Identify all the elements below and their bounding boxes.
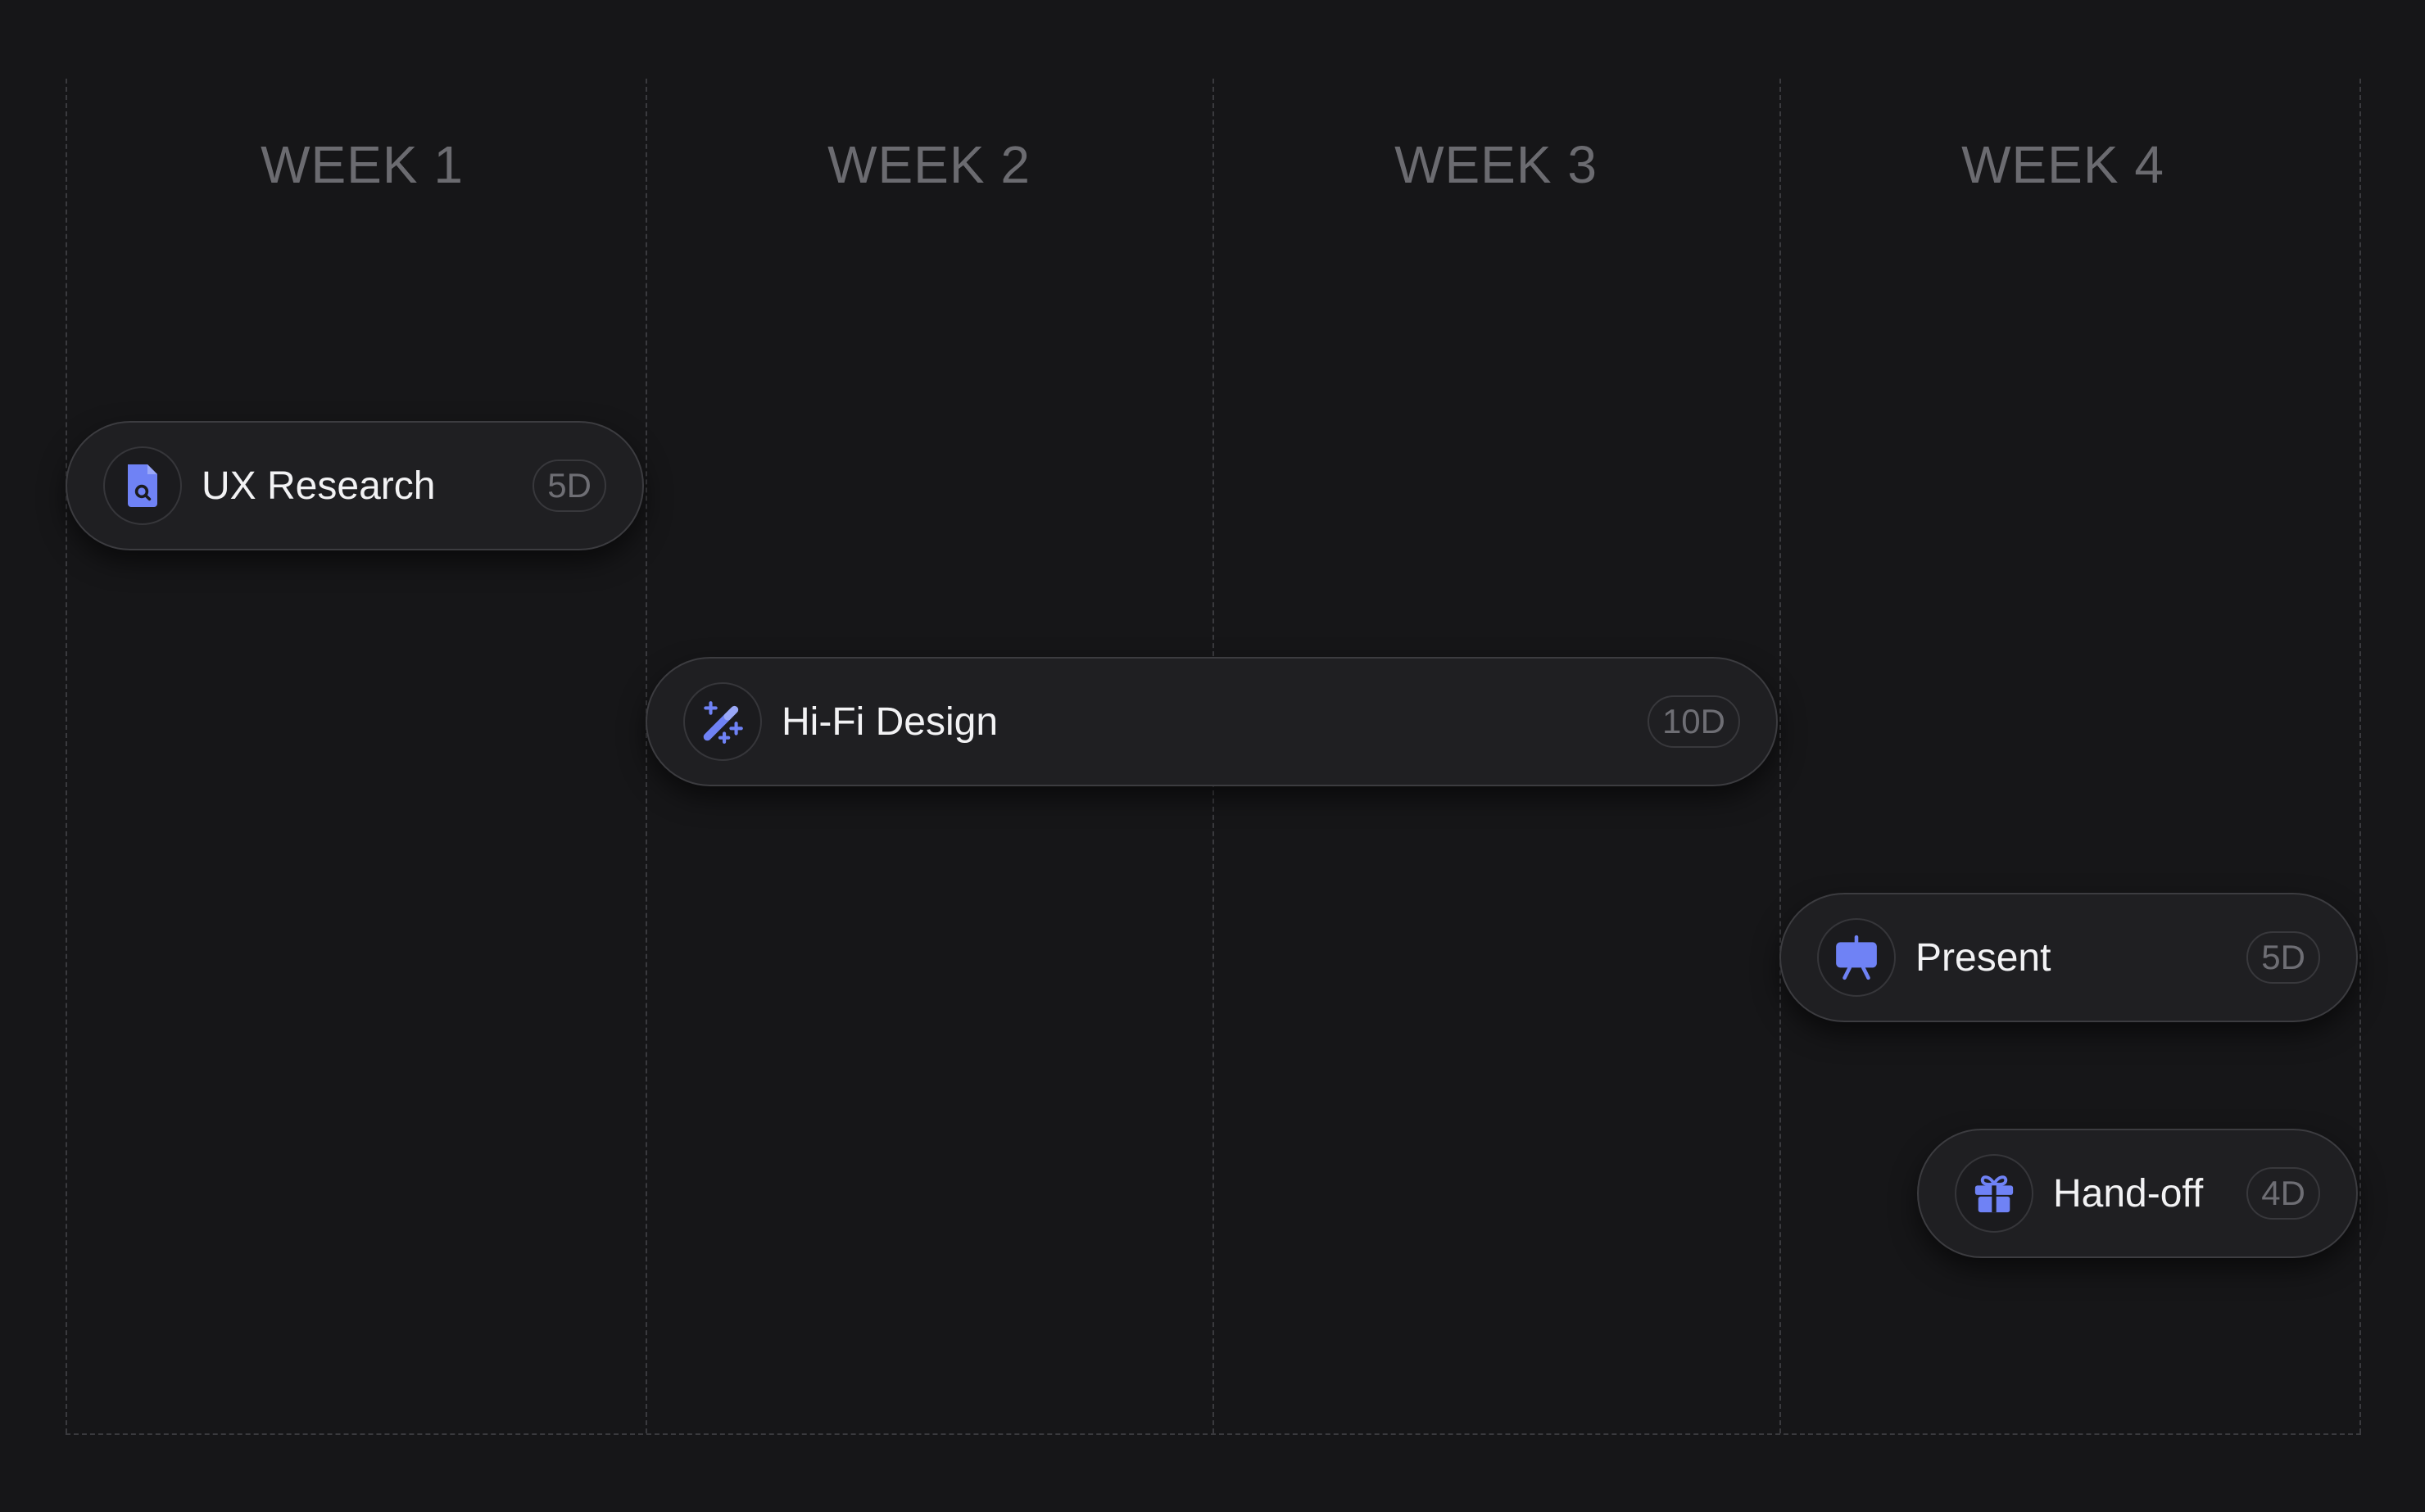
task-duration-badge: 4D xyxy=(2246,1167,2320,1220)
task-icon-badge xyxy=(683,682,762,761)
task-bar-present[interactable]: Present 5D xyxy=(1779,893,2358,1022)
gridline xyxy=(66,79,67,1433)
week-header-2: WEEK 2 xyxy=(827,135,1031,194)
week-header-4: WEEK 4 xyxy=(1961,135,2164,194)
task-name: Present xyxy=(1915,935,2051,980)
task-bar-hi-fi-design[interactable]: Hi-Fi Design 10D xyxy=(646,657,1778,786)
task-name: Hi-Fi Design xyxy=(782,699,999,744)
week-header-1: WEEK 1 xyxy=(261,135,464,194)
gridline xyxy=(2359,79,2361,1433)
task-duration-badge: 5D xyxy=(2246,931,2320,984)
task-icon-badge xyxy=(1955,1154,2033,1233)
gridline xyxy=(1779,79,1781,1433)
presentation-board-icon xyxy=(1836,935,1877,980)
gift-icon xyxy=(1974,1175,2014,1213)
task-duration-badge: 5D xyxy=(533,459,606,512)
task-icon-badge xyxy=(103,446,182,525)
timeline-board: WEEK 1 WEEK 2 WEEK 3 WEEK 4 xyxy=(66,79,2361,1435)
magic-wand-icon xyxy=(703,701,743,744)
task-duration-badge: 10D xyxy=(1647,695,1740,748)
task-bar-ux-research[interactable]: UX Research 5D xyxy=(66,421,644,550)
task-name: Hand-off xyxy=(2053,1171,2204,1215)
task-bar-hand-off[interactable]: Hand-off 4D xyxy=(1917,1129,2358,1258)
gridline xyxy=(646,79,647,1433)
week-header-3: WEEK 3 xyxy=(1394,135,1598,194)
document-search-icon xyxy=(128,464,157,507)
task-name: UX Research xyxy=(202,464,436,508)
task-icon-badge xyxy=(1817,918,1896,997)
